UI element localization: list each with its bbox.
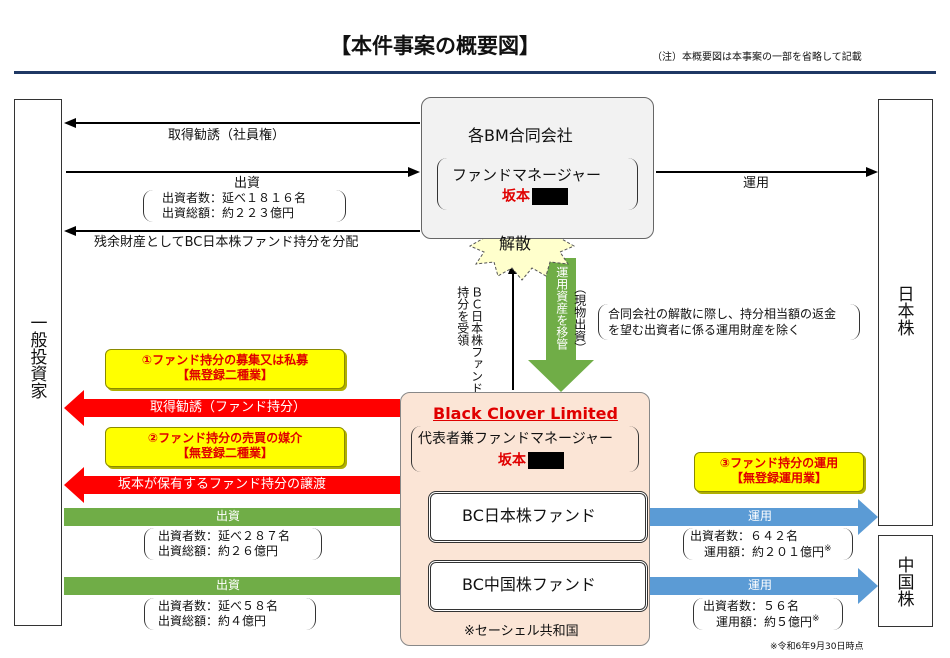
- bm-box: [421, 97, 654, 239]
- arrow-distribution: [64, 226, 420, 236]
- note-text: （注）本概要図は本事案の一部を省略して記載: [652, 52, 862, 63]
- callout-1: ①ファンド持分の募集又は私募 【無登録二種業】: [105, 349, 345, 389]
- arrow-investment: [66, 167, 420, 177]
- investment-bracket: [143, 190, 346, 222]
- transfer-share-label: 坂本が保有するファンド持分の譲渡: [118, 477, 327, 492]
- callout-2-line2: 【無登録二種業】: [176, 446, 273, 460]
- exclusion-bracket: [598, 304, 860, 340]
- investment-label: 出資: [234, 176, 261, 191]
- china-invest-total: 出資総額：約４億円: [158, 614, 267, 628]
- dissolution-label: 解散: [499, 234, 532, 253]
- title-rule: [14, 71, 936, 74]
- japan-invest-people: 出資者数：延べ２８７名: [158, 529, 291, 543]
- china-op-mark: ※: [812, 614, 820, 624]
- japan-op-amount-value: 運用額：約２０１億円: [704, 545, 825, 559]
- bm-person: 坂本: [502, 188, 568, 205]
- japan-invest-bracket: [144, 528, 322, 560]
- redaction-block: [532, 188, 568, 205]
- fund-japan-box: [428, 491, 648, 543]
- arrow-invest-japan: [64, 499, 428, 535]
- bc-country: ※セーシェル共和国: [464, 624, 579, 639]
- bm-name: 各BM合同会社: [468, 126, 573, 145]
- investors-label: 一般投資家: [26, 314, 47, 399]
- solicit-fund-label: 取得勧誘（ファンド持分）: [150, 400, 307, 415]
- china-stocks-box: [878, 535, 933, 627]
- callout-1-line2: 【無登録二種業】: [176, 368, 273, 382]
- callout-2-line1: ②ファンド持分の売買の媒介: [147, 431, 303, 445]
- japan-op-mark: ※: [824, 544, 832, 554]
- china-op-amount-value: 運用額：約５億円: [716, 615, 813, 629]
- arrow-operation-bm: [656, 167, 878, 177]
- china-invest-people: 出資者数：延べ５８名: [158, 599, 279, 613]
- arrow-transfer-assets: [528, 258, 594, 392]
- japan-op-people: 出資者数：６４２名: [690, 529, 799, 543]
- callout-3-line2: 【無登録運用業】: [730, 471, 827, 485]
- japan-stocks-label: 日本株: [893, 285, 914, 336]
- exclusion-line1: 合同会社の解散に際し、持分相当額の返金: [608, 307, 837, 321]
- bc-person-name: 坂本: [498, 452, 526, 469]
- in-kind-label: （現物出資）: [572, 282, 587, 354]
- japan-invest-label: 出資: [216, 509, 241, 523]
- arrow-solicit-fund: [64, 390, 400, 426]
- arrow-solicit-employee: [64, 118, 420, 128]
- china-op-label: 運用: [748, 578, 773, 592]
- callout-2: ②ファンド持分の売買の媒介 【無登録二種業】: [105, 427, 345, 467]
- china-invest-bracket: [144, 598, 316, 630]
- china-op-bracket: [693, 598, 843, 630]
- callout-3: ③ファンド持分の運用 【無登録運用業】: [694, 452, 864, 492]
- china-stocks-label: 中国株: [893, 556, 914, 607]
- china-invest-label: 出資: [216, 578, 241, 592]
- transfer-assets-label: 運用資産を移管: [554, 266, 569, 350]
- japan-op-amount: 運用額：約２０１億円※: [704, 544, 832, 559]
- footnote: ※令和6年9月30日時点: [770, 642, 864, 652]
- fund-japan-label: BC日本株ファンド: [462, 506, 596, 525]
- bc-role: 代表者兼ファンドマネージャー: [418, 431, 614, 447]
- arrow-invest-china: [64, 568, 428, 604]
- bm-role: ファンドマネージャー: [452, 166, 601, 184]
- china-op-people: 出資者数：５６名: [703, 599, 800, 613]
- investment-people: 出資者数：延べ１８１６名: [162, 191, 307, 205]
- china-op-amount: 運用額：約５億円※: [716, 614, 820, 629]
- redaction-block: [528, 452, 564, 469]
- japan-op-bracket: [683, 528, 853, 560]
- callout-1-line1: ①ファンド持分の募集又は私募: [141, 353, 309, 367]
- fund-china-label: BC中国株ファンド: [462, 575, 596, 594]
- arrow-receive-bc: [508, 262, 518, 390]
- arrow-transfer-share: [64, 467, 400, 503]
- arrow-op-japan: [650, 499, 878, 535]
- bc-role-bracket: [411, 426, 639, 472]
- bc-person: 坂本: [498, 452, 564, 469]
- bm-person-name: 坂本: [502, 188, 530, 205]
- japan-op-label: 運用: [748, 509, 773, 523]
- distribution-label: 残余財産としてBC日本株ファンド持分を分配: [94, 235, 359, 250]
- bm-role-bracket: [437, 158, 638, 210]
- japan-invest-total: 出資総額：約２６億円: [158, 544, 279, 558]
- japan-stocks-box: [878, 99, 933, 526]
- operation-label: 運用: [743, 176, 770, 191]
- exclusion-line2: を望む出資者に係る運用財産を除く: [608, 323, 801, 337]
- investors-box: [14, 99, 62, 626]
- callout-3-line1: ③ファンド持分の運用: [719, 456, 839, 470]
- bc-name: Black Clover Limited: [433, 404, 618, 423]
- investment-total: 出資総額：約２２３億円: [162, 206, 295, 220]
- receive-bc-label: ＢＣ日本株ファンド持分を受領: [455, 286, 484, 394]
- solicit-employee-label: 取得勧誘（社員権）: [168, 128, 286, 143]
- arrow-op-china: [650, 568, 878, 604]
- fund-china-box: [428, 560, 648, 612]
- page-title: 【本件事案の概要図】: [330, 34, 540, 58]
